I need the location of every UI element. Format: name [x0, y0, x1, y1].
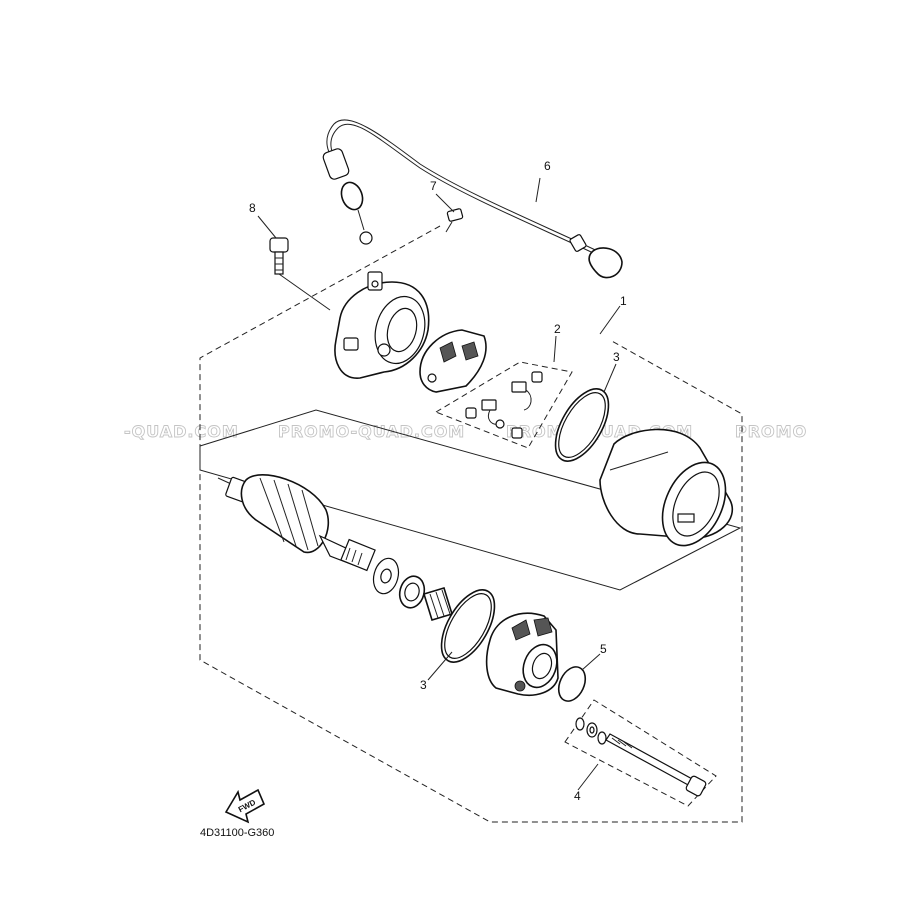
callout-6: 6 [544, 159, 551, 173]
bolt-8 [269, 237, 331, 311]
diagram-code: 4D31100-G360 [200, 827, 274, 839]
watermark-text: -QUAD.COM [124, 422, 239, 441]
rear-cover [334, 271, 430, 379]
callout-5: 5 [600, 642, 607, 656]
bolt-kit-box [564, 699, 717, 807]
leader-lines [257, 177, 621, 791]
yoke-housing [599, 428, 733, 547]
callout-3-lower: 3 [420, 678, 427, 692]
brush-set-box [434, 361, 573, 449]
callouts: 1 2 3 3 4 5 6 7 8 [249, 159, 627, 803]
o-ring-lower-inner [444, 593, 492, 659]
bolt-kit [575, 717, 707, 797]
brush-holder [419, 329, 487, 393]
fwd-arrow: FWD [224, 788, 266, 824]
o-ring-5 [557, 666, 587, 702]
watermark-text: PROMO-QUAD.COM [278, 422, 465, 441]
washer-hole [380, 568, 392, 584]
lead-wire [322, 119, 623, 279]
watermark: -QUAD.COM PROMO-QUAD.COM PROMO-QUAD.COM … [124, 422, 807, 442]
front-cover [485, 612, 559, 696]
callout-1: 1 [620, 294, 627, 308]
assembly-boundary [199, 225, 743, 823]
armature [217, 474, 376, 572]
brush-set [465, 371, 543, 439]
callout-2: 2 [554, 322, 561, 336]
armature-group-outline [199, 409, 742, 591]
bearing [398, 575, 426, 609]
callout-8: 8 [249, 201, 256, 215]
needle-bearing [422, 587, 454, 621]
watermark-text: PROMO [735, 422, 807, 441]
callout-3-upper: 3 [613, 350, 620, 364]
callout-4: 4 [574, 789, 581, 803]
callout-7: 7 [430, 179, 437, 193]
o-ring-upper-inner [558, 392, 606, 458]
screw-7 [445, 208, 464, 233]
